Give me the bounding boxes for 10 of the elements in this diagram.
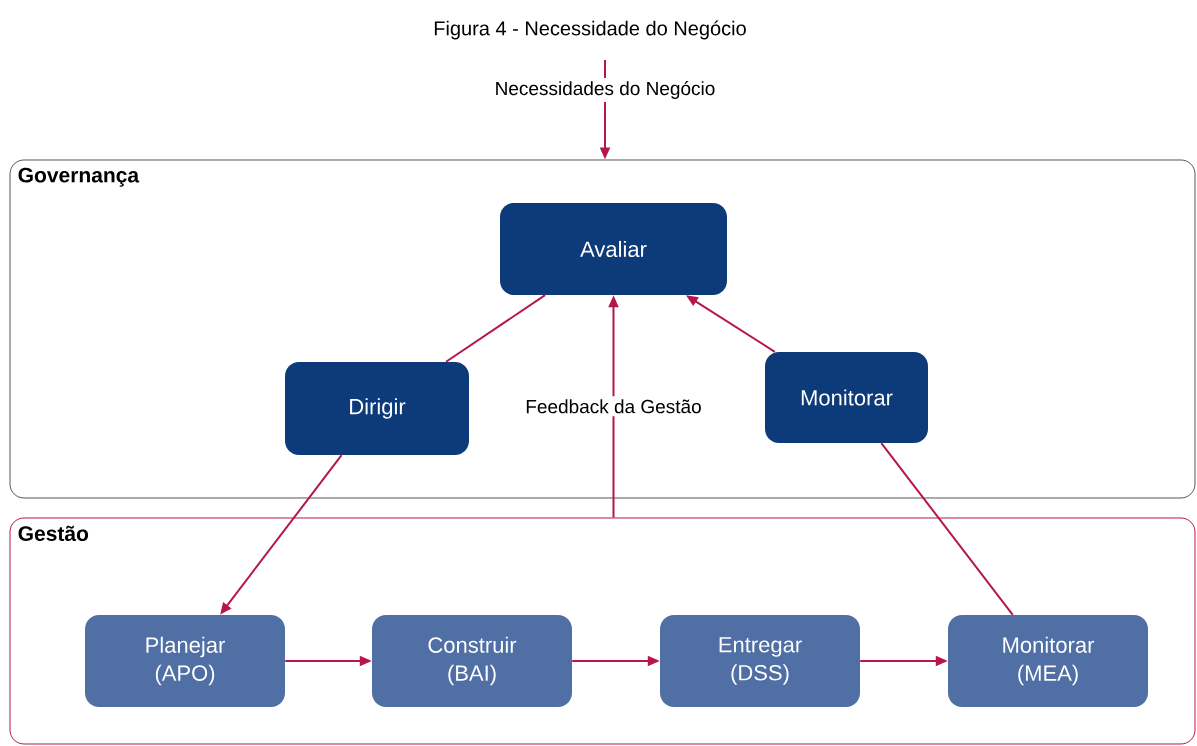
- process-box: Monitorar (MEA): [948, 615, 1148, 707]
- process-box: Avaliar: [500, 203, 727, 295]
- process-box: Planejar (APO): [85, 615, 285, 707]
- edge-label: Necessidades do Negócio: [491, 78, 719, 102]
- process-box: Construir (BAI): [372, 615, 572, 707]
- edge-label: Feedback da Gestão: [522, 396, 705, 417]
- figure-title: Figura 4 - Necessidade do Negócio: [434, 20, 746, 40]
- process-box: Entregar (DSS): [660, 615, 860, 707]
- process-box: Monitorar: [765, 352, 928, 443]
- process-box: Dirigir: [285, 362, 469, 455]
